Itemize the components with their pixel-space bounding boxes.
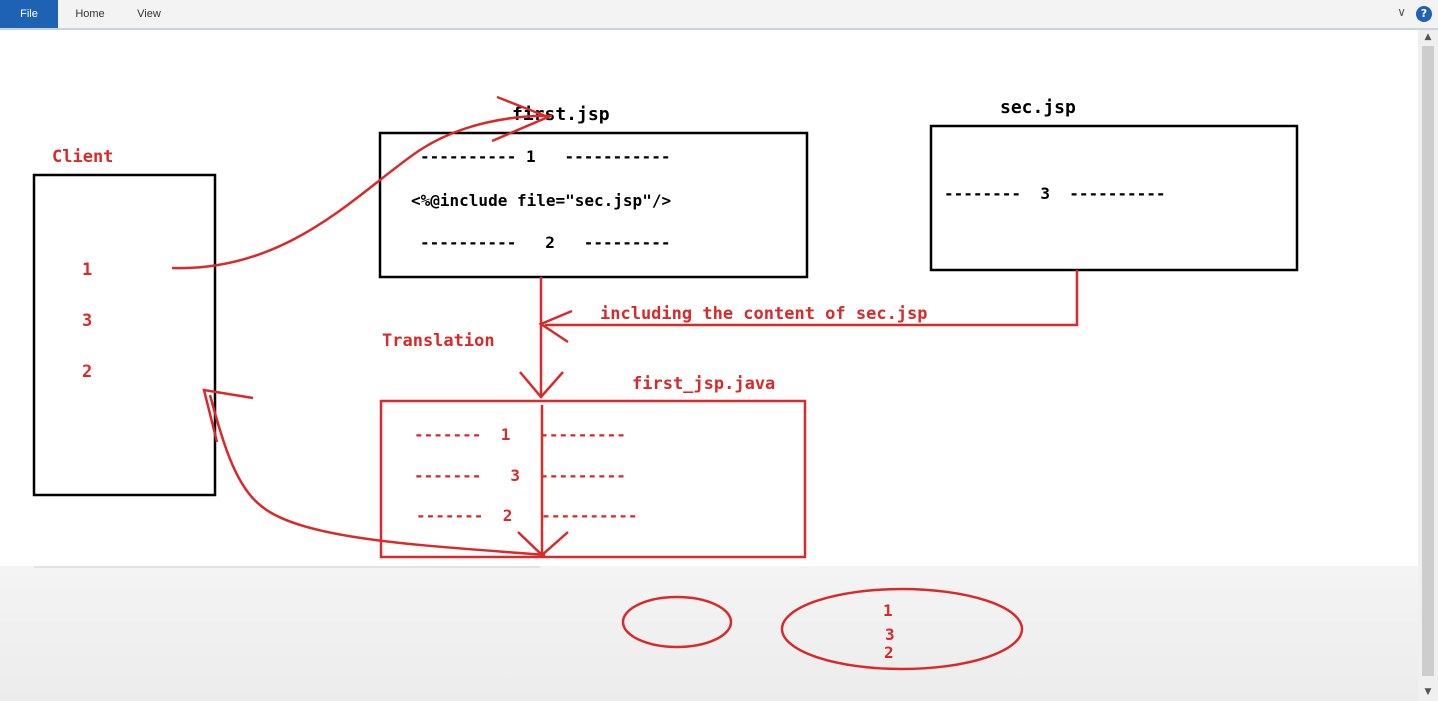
first-jsp-include-directive: <%@include file="sec.jsp"/>	[411, 191, 671, 210]
client-box	[32, 173, 217, 497]
client-number-3: 3	[82, 311, 92, 331]
scroll-up-icon[interactable]: ▲	[1424, 32, 1432, 42]
first-jsp-box	[378, 131, 809, 279]
java-line-1: ------- 1 ---------	[414, 425, 626, 444]
response-arrow-head-icon	[202, 388, 254, 443]
client-number-2: 2	[82, 362, 92, 382]
tab-home[interactable]: Home	[75, 8, 105, 20]
canvas-lower-area	[0, 566, 1418, 701]
oval-number-3: 3	[885, 625, 895, 644]
first-jsp-java-title: first_jsp.java	[632, 374, 775, 394]
sec-jsp-box	[929, 124, 1299, 272]
java-line-3: ------- 3 ---------	[414, 466, 626, 485]
translation-arrow-head-icon	[519, 371, 564, 399]
request-arrow-head-icon	[491, 95, 552, 143]
first-jsp-line1: ---------- 1 -----------	[420, 147, 670, 166]
ribbon: File Home View ∨ ?	[0, 0, 1438, 30]
client-label: Client	[52, 147, 113, 167]
sec-jsp-line: -------- 3 ----------	[944, 184, 1166, 203]
collapse-ribbon-chevron-icon[interactable]: ∨	[1397, 5, 1406, 19]
help-icon[interactable]: ?	[1416, 6, 1432, 22]
java-line-2: ------- 2 ----------	[416, 506, 638, 525]
scroll-down-icon[interactable]: ▼	[1424, 687, 1432, 697]
including-label: including the content of sec.jsp	[600, 304, 928, 324]
include-arrow-head-icon	[538, 309, 573, 344]
vertical-scrollbar[interactable]: ▲ ▼	[1418, 30, 1438, 701]
small-oval	[621, 595, 733, 649]
first-jsp-line2: ---------- 2 ---------	[420, 233, 670, 252]
response-arrow	[208, 394, 546, 557]
client-number-1: 1	[82, 260, 92, 280]
translation-label: Translation	[382, 331, 495, 351]
first-jsp-title: first.jsp	[512, 104, 610, 125]
tab-view[interactable]: View	[137, 8, 161, 20]
large-oval	[780, 587, 1024, 671]
sec-jsp-title: sec.jsp	[1000, 97, 1076, 118]
include-arrow	[545, 270, 1079, 327]
first-jsp-java-box	[379, 399, 807, 559]
scrollbar-thumb[interactable]	[1422, 46, 1434, 676]
oval-number-2: 2	[884, 643, 894, 662]
tab-file[interactable]: File	[0, 0, 58, 28]
request-arrow	[171, 114, 553, 270]
oval-number-1: 1	[883, 601, 893, 620]
